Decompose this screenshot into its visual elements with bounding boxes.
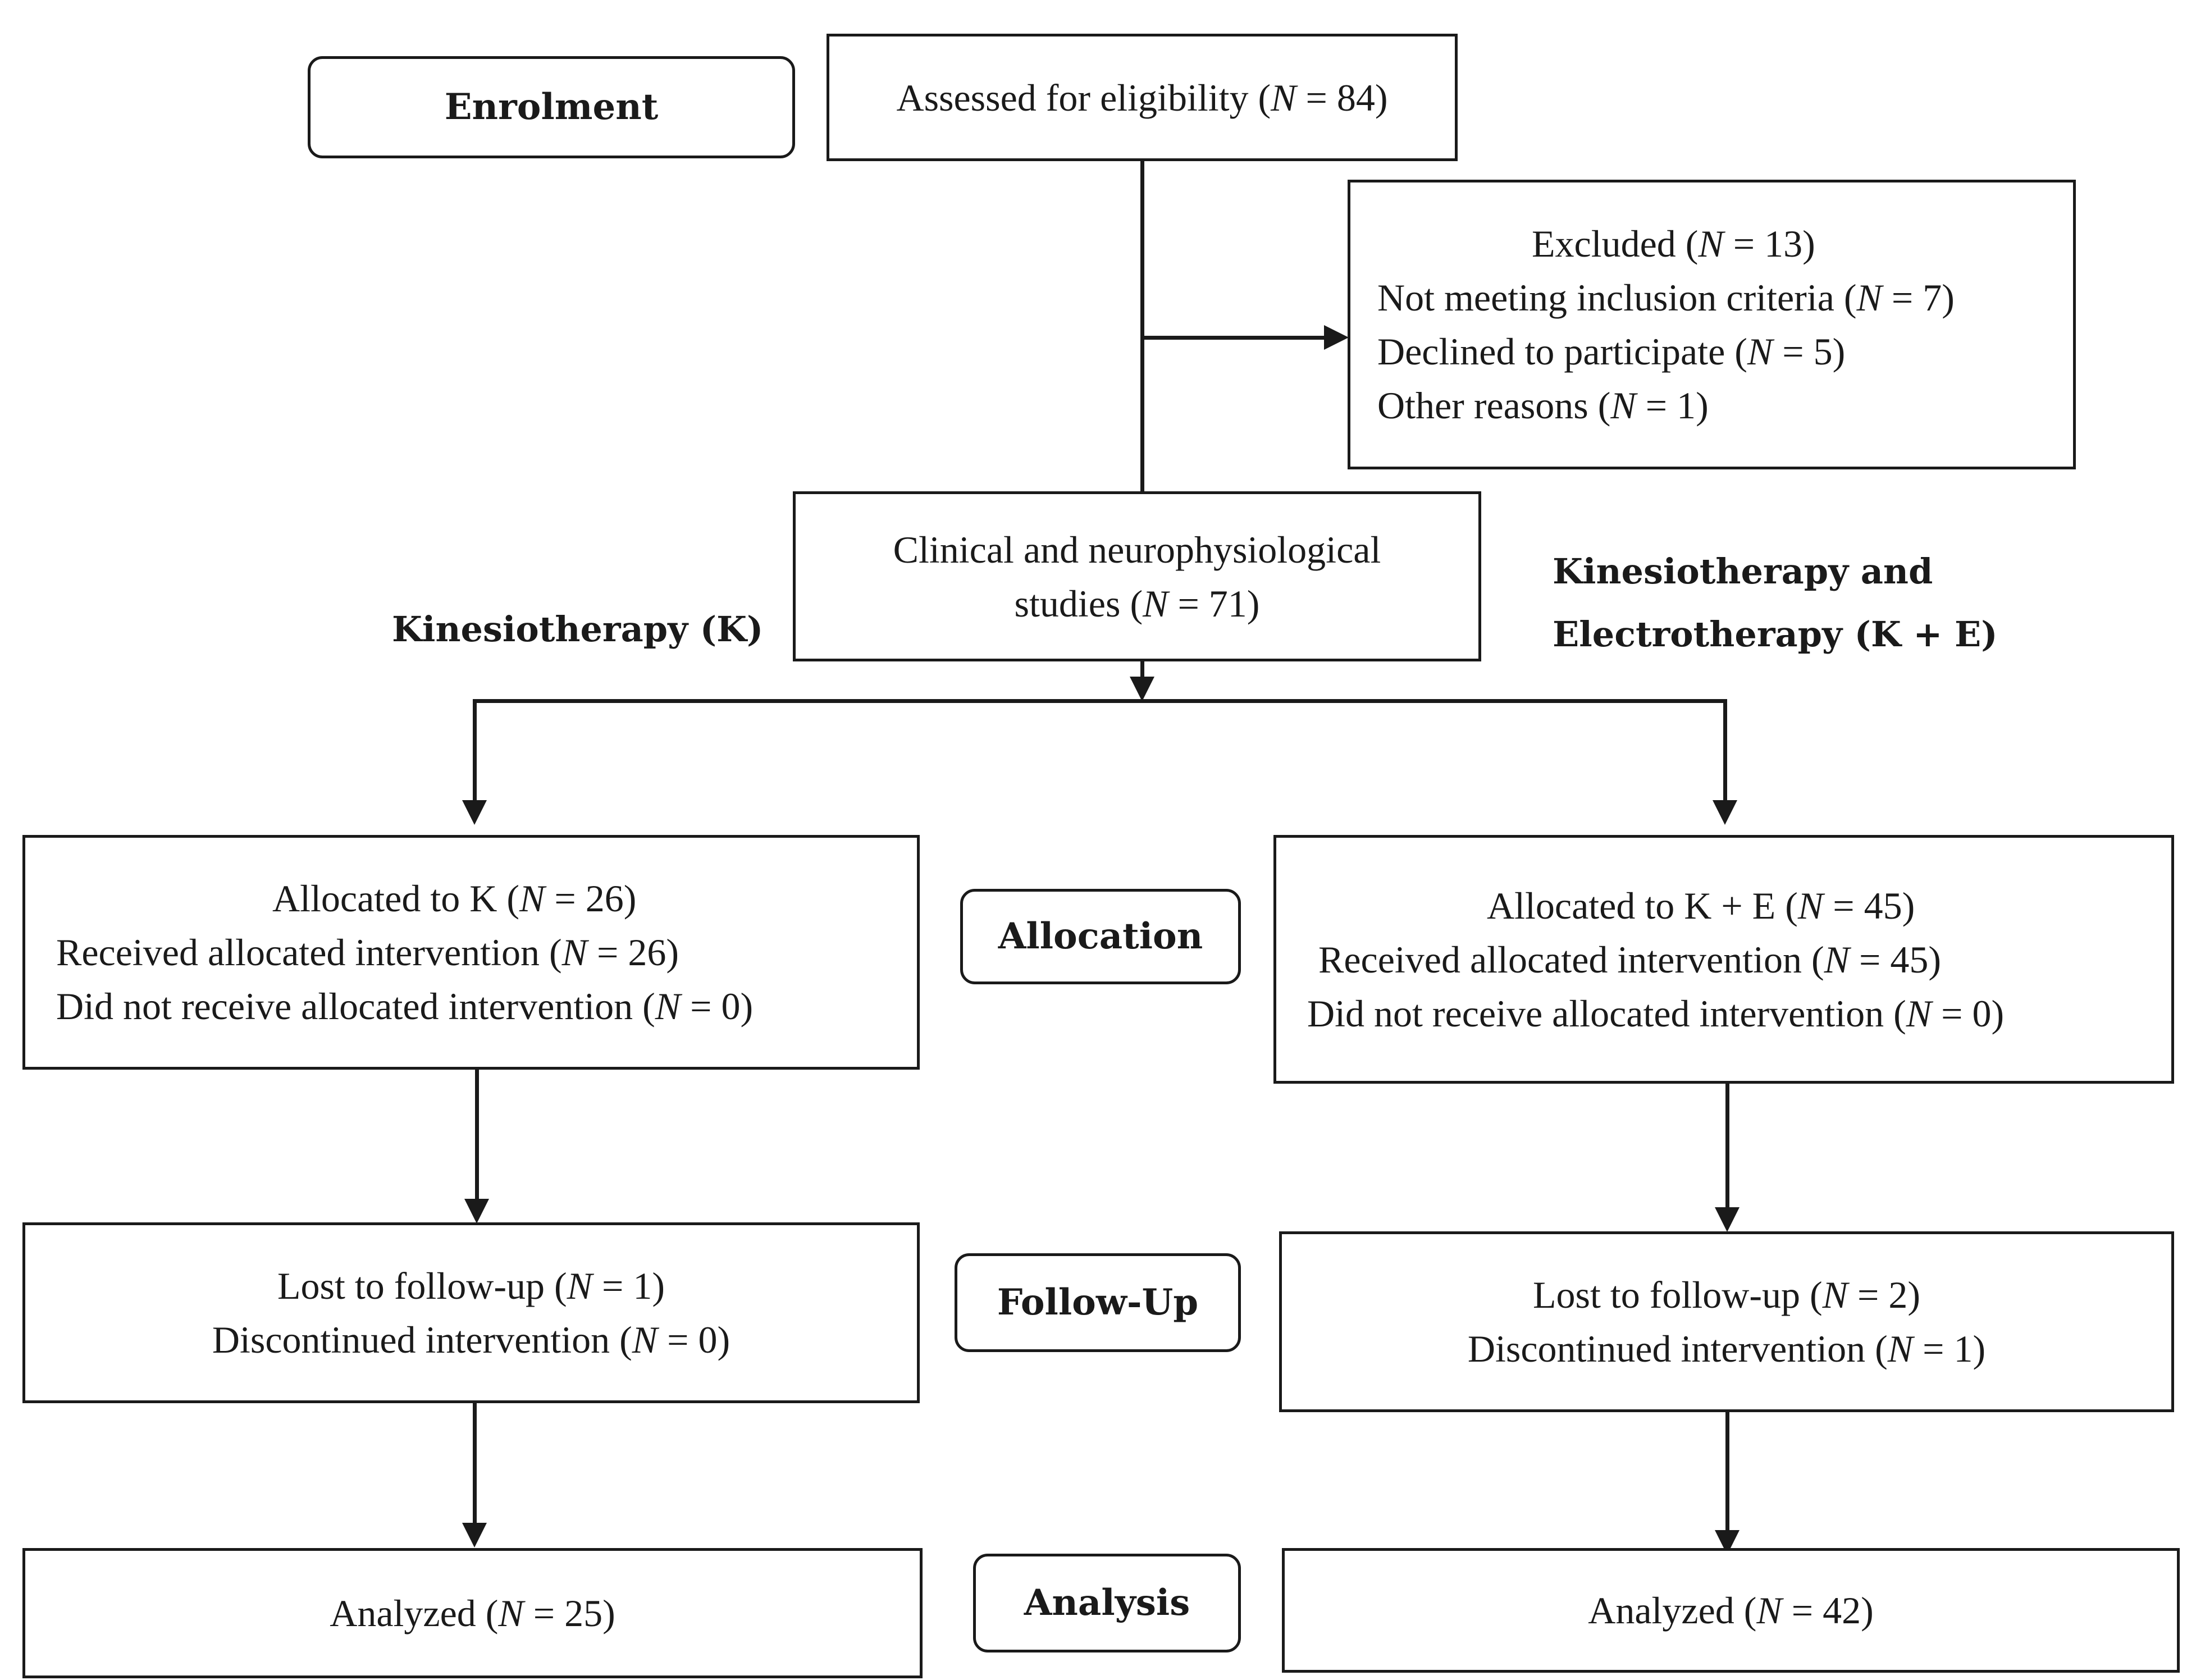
- connector-k-allocation-to-followup: [475, 1067, 479, 1212]
- k-discontinued-line: Discontinued intervention (N = 0): [212, 1318, 731, 1361]
- connector-clinical-down: [1140, 658, 1144, 681]
- group-label-ke: Kinesiotherapy and Electrotherapy (K + E…: [1553, 540, 1998, 666]
- stage-follow-up-label: Follow-Up: [997, 1281, 1199, 1323]
- connector-assessed-to-clinical: [1140, 158, 1144, 494]
- connector-ke-allocation-to-followup: [1725, 1081, 1729, 1221]
- k-not-received-line: Did not receive allocated intervention (…: [56, 985, 754, 1028]
- clinical-line-2: studies (N = 71): [1014, 582, 1260, 625]
- stage-follow-up: Follow-Up: [955, 1253, 1241, 1352]
- connector-to-excluded: [1142, 336, 1339, 340]
- assessed-line: Assessed for eligibility (N = 84): [896, 76, 1388, 119]
- stage-allocation-label: Allocation: [998, 915, 1203, 957]
- stage-allocation: Allocation: [960, 889, 1241, 984]
- stage-analysis: Analysis: [973, 1554, 1241, 1652]
- stage-analysis-label: Analysis: [1024, 1582, 1190, 1624]
- assessed-box: Assessed for eligibility (N = 84): [827, 34, 1458, 161]
- group-label-ke-line-1: Kinesiotherapy and: [1553, 551, 1933, 592]
- ke-received-line: Received allocated intervention (N = 45): [1318, 938, 1941, 981]
- k-followup-box: Lost to follow-up (N = 1) Discontinued i…: [22, 1222, 920, 1403]
- ke-allocation-box: Allocated to K + E (N = 45) Received all…: [1273, 835, 2174, 1084]
- arrow-to-k-analysis: [462, 1523, 487, 1547]
- excluded-heading: Excluded (N = 13): [1532, 222, 1815, 265]
- arrow-to-ke-followup: [1715, 1207, 1740, 1232]
- group-label-k: Kinesiotherapy (K): [392, 609, 764, 650]
- connector-ke-followup-to-analysis: [1725, 1409, 1729, 1543]
- excluded-box: Excluded (N = 13) Not meeting inclusion …: [1348, 180, 2076, 469]
- k-analysis-box: Analyzed (N = 25): [22, 1548, 923, 1678]
- ke-not-received-line: Did not receive allocated intervention (…: [1307, 992, 2005, 1035]
- group-label-ke-line-2: Electrotherapy (K + E): [1553, 614, 1998, 655]
- k-allocated-line: Allocated to K (N = 26): [272, 877, 637, 920]
- clinical-line-1: Clinical and neurophysiological: [893, 528, 1381, 571]
- connector-to-k-allocation: [473, 699, 477, 806]
- ke-followup-box: Lost to follow-up (N = 2) Discontinued i…: [1279, 1231, 2174, 1412]
- arrow-to-ke-allocation: [1713, 800, 1737, 825]
- excluded-other-reasons: Other reasons (N = 1): [1377, 384, 1709, 427]
- k-analyzed-line: Analyzed (N = 25): [330, 1592, 615, 1635]
- stage-enrolment: Enrolment: [308, 56, 795, 158]
- connector-to-ke-allocation: [1723, 699, 1727, 806]
- connector-k-followup-to-analysis: [473, 1401, 477, 1535]
- ke-analysis-box: Analyzed (N = 42): [1282, 1548, 2180, 1673]
- stage-enrolment-label: Enrolment: [444, 86, 659, 128]
- k-allocation-box: Allocated to K (N = 26) Received allocat…: [22, 835, 920, 1070]
- ke-analyzed-line: Analyzed (N = 42): [1588, 1589, 1874, 1632]
- k-lost-line: Lost to follow-up (N = 1): [277, 1264, 665, 1307]
- arrow-to-k-allocation: [462, 800, 487, 825]
- arrow-to-excluded: [1324, 325, 1349, 350]
- arrow-clinical-split: [1130, 677, 1154, 701]
- excluded-not-meeting-criteria: Not meeting inclusion criteria (N = 7): [1377, 276, 1955, 319]
- connector-split-horizontal: [473, 699, 1727, 703]
- ke-allocated-line: Allocated to K + E (N = 45): [1487, 884, 1915, 927]
- clinical-studies-box: Clinical and neurophysiological studies …: [793, 491, 1481, 661]
- ke-lost-line: Lost to follow-up (N = 2): [1533, 1273, 1920, 1316]
- excluded-declined: Declined to participate (N = 5): [1377, 330, 1846, 373]
- ke-discontinued-line: Discontinued intervention (N = 1): [1467, 1327, 1986, 1370]
- k-received-line: Received allocated intervention (N = 26): [56, 931, 679, 974]
- arrow-to-k-followup: [464, 1199, 489, 1224]
